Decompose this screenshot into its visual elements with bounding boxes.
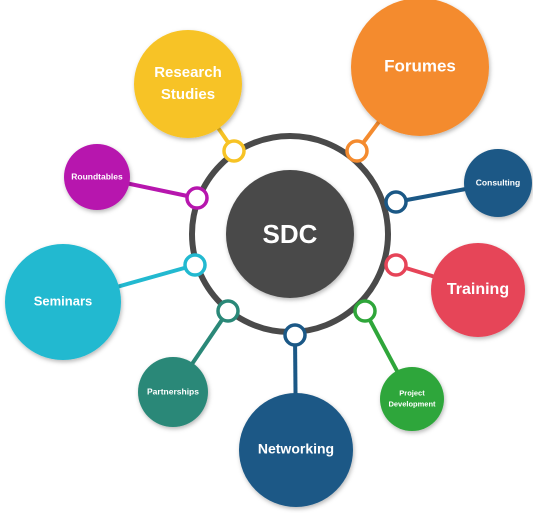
- node-seminars: Seminars: [5, 244, 121, 360]
- project-development-label: Development: [388, 399, 436, 408]
- consulting-bubble: [464, 149, 532, 217]
- node-partnerships: Partnerships: [138, 357, 208, 427]
- node-forumes: Forumes: [351, 0, 489, 136]
- research-studies-bubble: [134, 30, 242, 138]
- partnerships-bubble: [138, 357, 208, 427]
- center-label: SDC: [263, 219, 318, 249]
- networking-bubble: [239, 393, 353, 507]
- roundtables-junction-dot: [185, 186, 209, 210]
- training-bubble: [431, 243, 525, 337]
- node-roundtables: Roundtables: [64, 144, 130, 210]
- forumes-bubble: [351, 0, 489, 136]
- forumes-label: Forumes: [384, 56, 456, 75]
- seminars-junction-dot: [183, 253, 207, 277]
- networking-label: Networking: [258, 441, 334, 457]
- node-training: Training: [431, 243, 525, 337]
- node-consulting: Consulting: [464, 149, 532, 217]
- center-circle: [226, 170, 354, 298]
- roundtables-bubble: [64, 144, 130, 210]
- forumes-junction-dot: [345, 139, 369, 163]
- research-studies-junction-dot: [222, 139, 246, 163]
- networking-junction-dot: [283, 323, 307, 347]
- training-label: Training: [447, 281, 509, 298]
- research-studies-label: Research: [154, 64, 222, 81]
- node-networking: Networking: [239, 393, 353, 507]
- roundtables-label: Roundtables: [71, 171, 123, 181]
- partnerships-junction-dot: [216, 299, 240, 323]
- project-development-bubble: [380, 367, 444, 431]
- seminars-label: Seminars: [34, 293, 93, 308]
- partnerships-label: Partnerships: [147, 386, 199, 396]
- training-junction-dot: [384, 253, 408, 277]
- project-development-junction-dot: [353, 299, 377, 323]
- project-development-label: Project: [399, 389, 425, 398]
- seminars-bubble: [5, 244, 121, 360]
- consulting-junction-dot: [384, 190, 408, 214]
- consulting-label: Consulting: [476, 177, 520, 187]
- research-studies-label: Studies: [161, 86, 215, 103]
